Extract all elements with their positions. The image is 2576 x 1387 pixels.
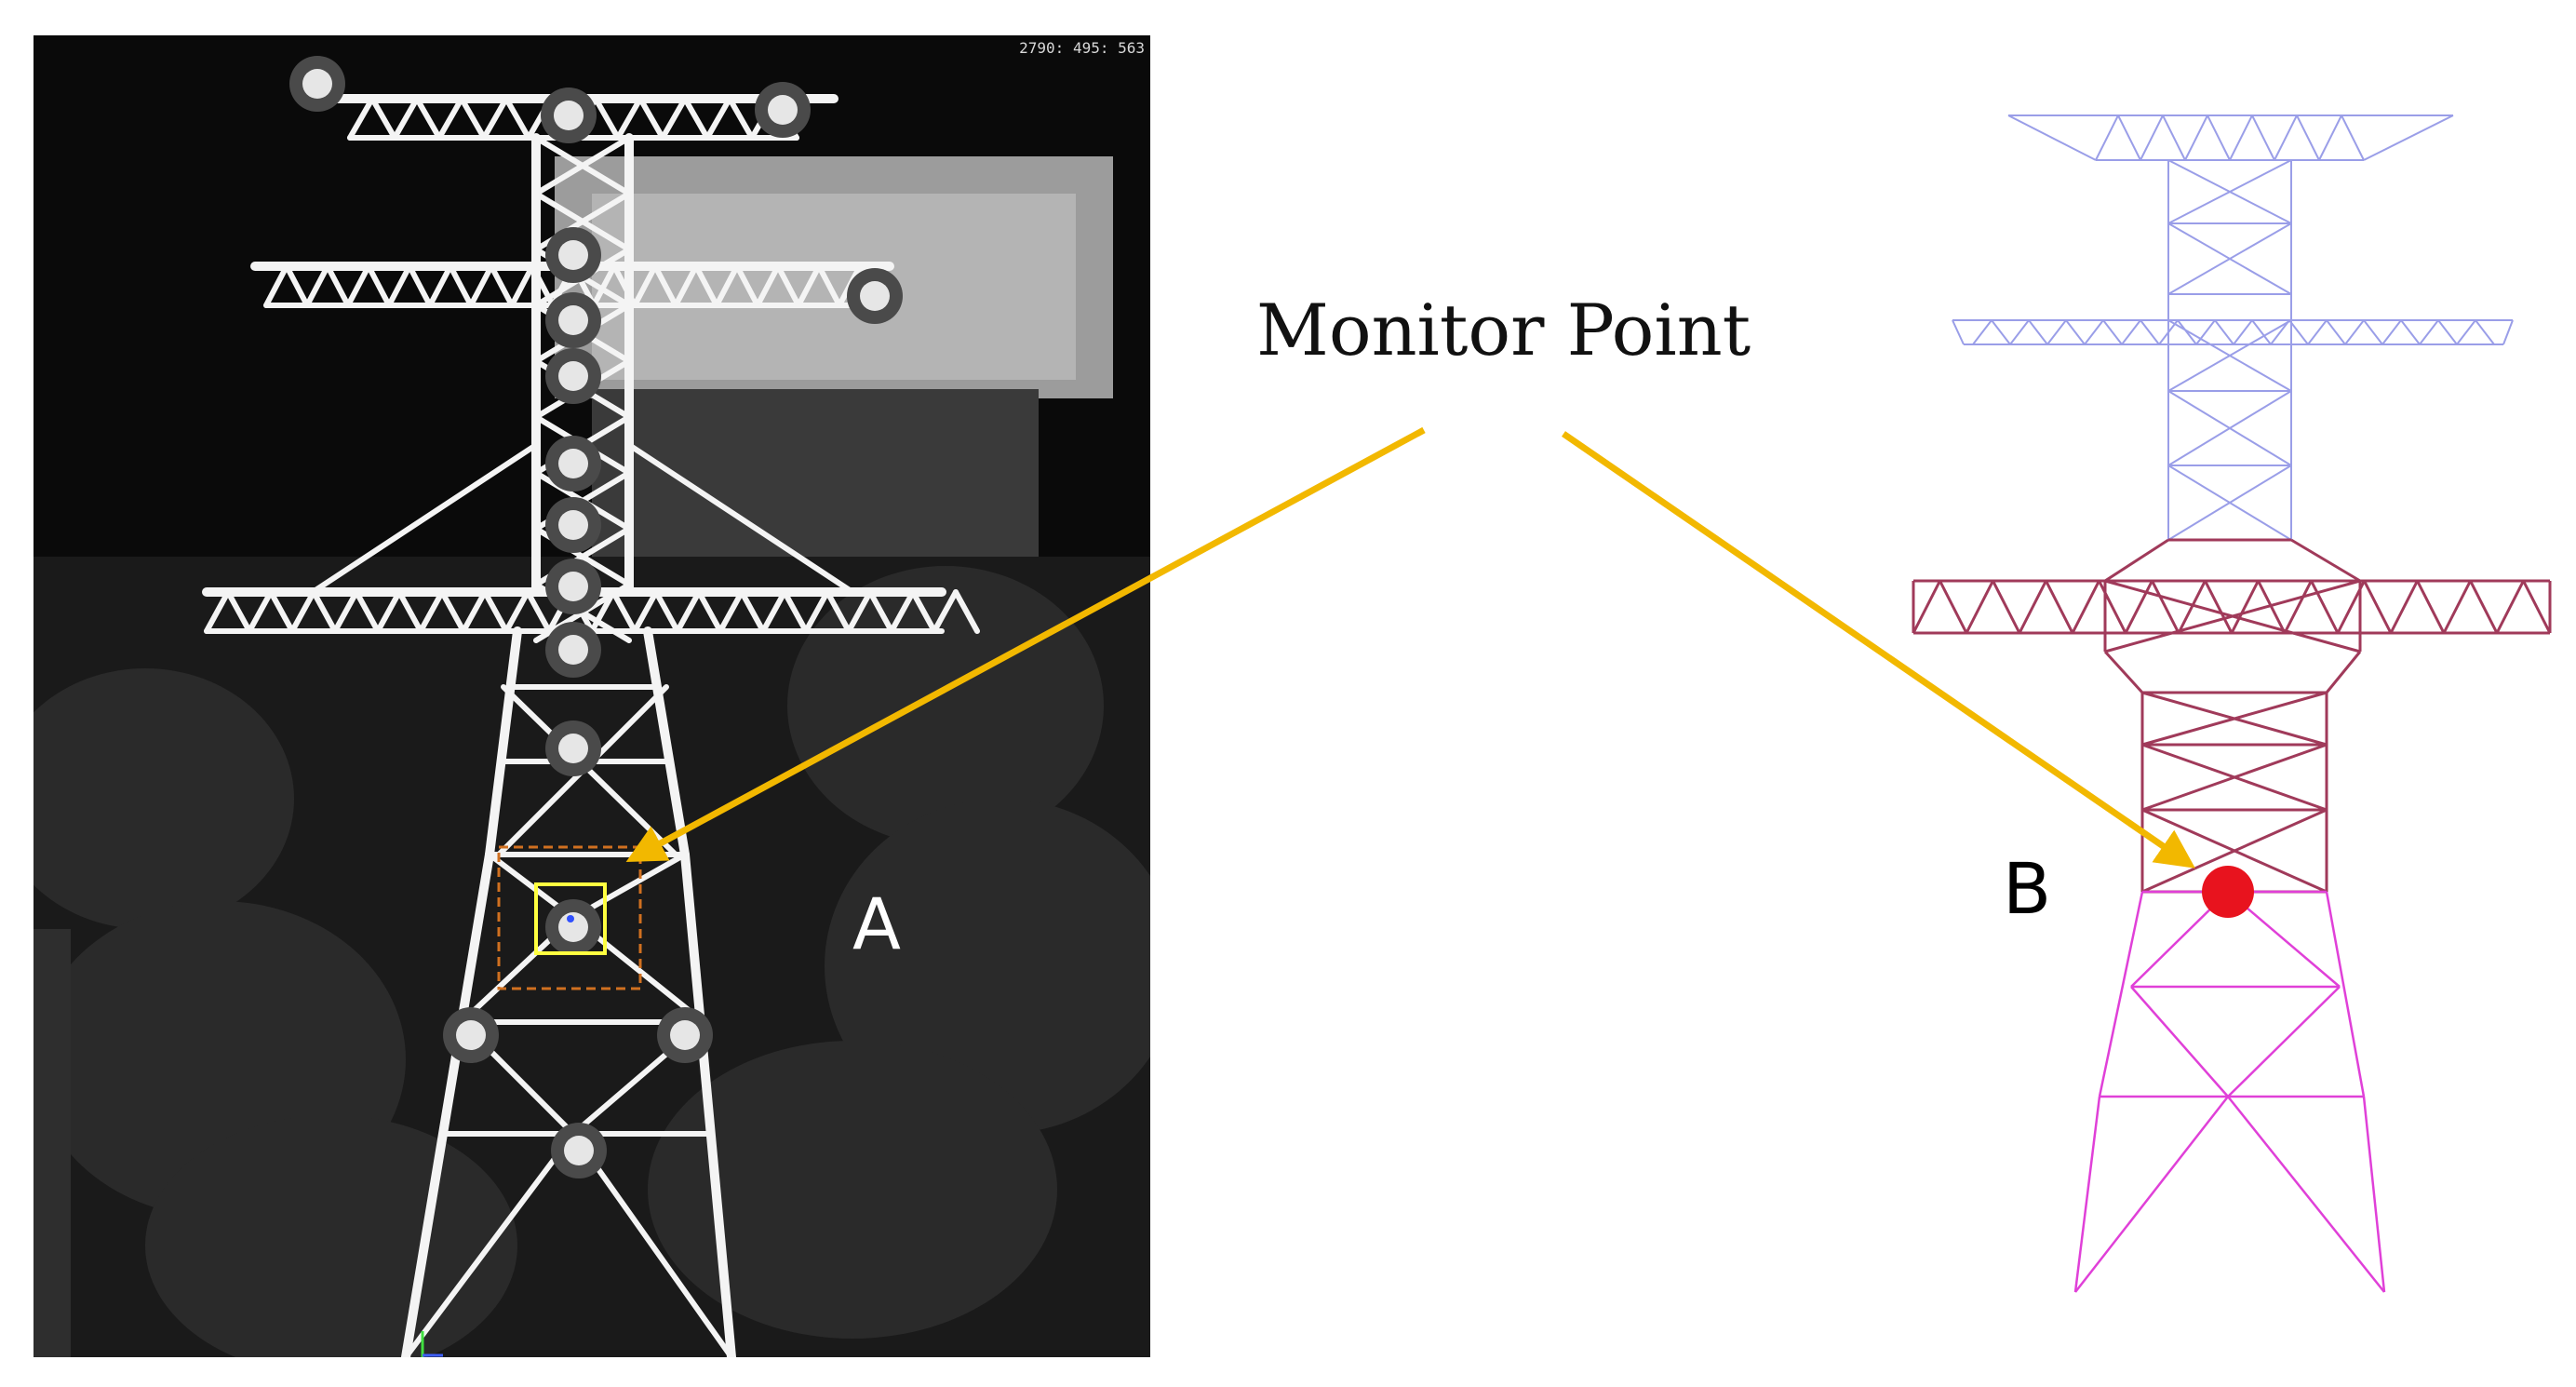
model-upper-section <box>1952 114 2514 541</box>
target-box <box>534 882 607 955</box>
target-marker <box>545 292 601 348</box>
model-middle-section <box>1912 538 2552 894</box>
target-marker <box>545 899 601 955</box>
target-marker <box>545 720 601 776</box>
target-marker <box>545 559 601 614</box>
arrow-to-b <box>1562 431 2195 869</box>
arrow-to-a <box>625 426 1426 862</box>
target-marker <box>541 88 597 143</box>
target-marker <box>545 436 601 492</box>
target-marker <box>545 348 601 404</box>
photo-targets <box>289 56 903 1178</box>
roi-box <box>497 845 642 990</box>
target-marker <box>289 56 345 112</box>
target-marker <box>551 1123 607 1178</box>
monitor-point-label: Monitor Point <box>1256 289 1751 371</box>
tower-photo-panel: 2790: 495: 563 A <box>34 35 1150 1357</box>
label-b: B <box>2003 847 2052 930</box>
target-marker <box>545 622 601 678</box>
target-marker <box>755 82 811 138</box>
model-lower-section <box>2073 890 2386 1293</box>
target-marker <box>545 497 601 553</box>
target-marker <box>847 268 903 324</box>
target-marker <box>545 227 601 283</box>
coordinate-readout: 2790: 495: 563 <box>1019 39 1145 57</box>
tower-photo-svg <box>34 35 1150 1357</box>
target-marker <box>443 1007 499 1063</box>
monitor-point-dot <box>2202 866 2254 918</box>
target-center-mark <box>567 915 574 922</box>
target-marker <box>657 1007 713 1063</box>
label-a: A <box>852 882 901 965</box>
